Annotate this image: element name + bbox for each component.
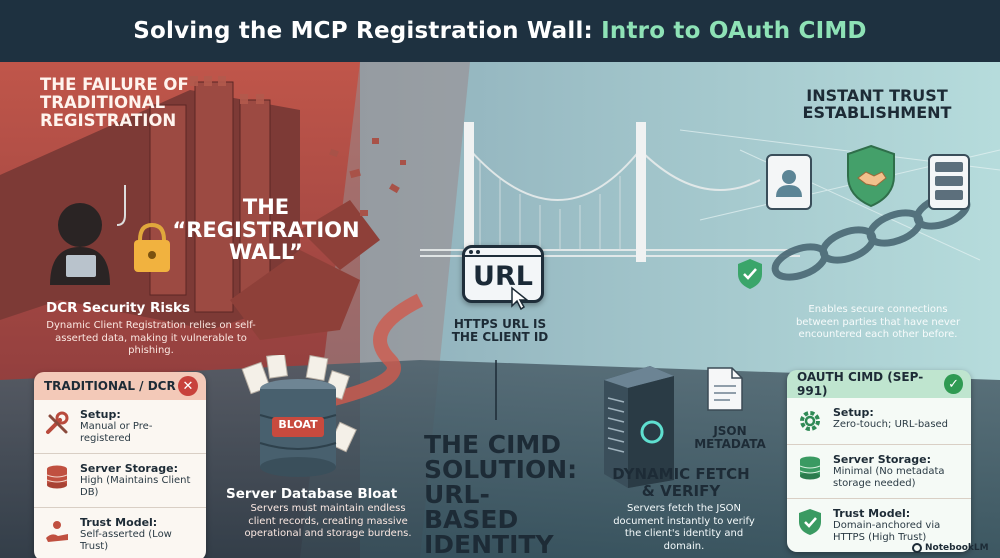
cimd-row-setup: Setup: Zero-touch; URL-based <box>787 398 971 444</box>
traditional-row-setup: Setup: Manual or Pre-registered <box>34 400 206 453</box>
chain-shield-icon <box>738 259 762 289</box>
cimd-row-storage: Server Storage: Minimal (No metadata sto… <box>787 444 971 498</box>
traditional-card-header: TRADITIONAL / DCR ✕ <box>34 372 206 400</box>
json-document-icon <box>707 367 743 411</box>
notebooklm-logo-icon <box>912 543 922 553</box>
header-bar: Solving the MCP Registration Wall: Intro… <box>0 0 1000 62</box>
trust-description: Enables secure connections between parti… <box>795 304 961 340</box>
watermark-label: NotebookLM <box>925 543 989 553</box>
row-value: Self-asserted (Low Trust) <box>80 529 172 552</box>
traditional-row-trust: Trust Model: Self-asserted (Low Trust) <box>34 507 206 558</box>
row-label: Trust Model: <box>833 507 911 520</box>
padlock-icon <box>134 222 170 272</box>
server-tower-illustration <box>604 366 674 488</box>
dcr-risks-description: Dynamic Client Registration relies on se… <box>46 320 256 356</box>
fetch-title: DYNAMIC FETCH & VERIFY <box>612 465 750 500</box>
fetch-description: Servers fetch the JSON document instantl… <box>613 503 755 552</box>
row-value: Manual or Pre-registered <box>80 421 153 444</box>
cimd-row-trust: Trust Model: Domain-anchored via HTTPS (… <box>787 498 971 552</box>
check-icon: ✓ <box>944 374 963 394</box>
bloat-barrel-illustration <box>241 355 357 477</box>
url-label: URL <box>473 261 533 292</box>
trust-heading: INSTANT TRUST ESTABLISHMENT <box>802 86 952 122</box>
bloat-barrel-label: BLOAT <box>278 418 318 431</box>
bloat-title: Server Database Bloat <box>226 486 398 502</box>
row-label: Server Storage: <box>833 453 932 466</box>
traditional-card-title: TRADITIONAL / DCR <box>44 379 176 393</box>
page-title-main: Solving the MCP Registration Wall: <box>133 18 602 44</box>
row-label: Setup: <box>833 406 874 419</box>
registration-wall-label: THE “REGISTRATION WALL” <box>172 195 360 265</box>
traditional-row-storage: Server Storage: High (Maintains Client D… <box>34 453 206 507</box>
dcr-risks-title: DCR Security Risks <box>46 300 191 316</box>
oauth-cimd-card: OAUTH CIMD (SEP-991) ✓ Setup: Zero-touch… <box>787 370 971 552</box>
traditional-card-body: Setup: Manual or Pre-registered Server S… <box>34 400 206 558</box>
server-rack-icon <box>928 154 970 210</box>
hacker-illustration <box>50 185 170 285</box>
row-value: Minimal (No metadata storage needed) <box>833 466 945 489</box>
json-metadata-label: JSON METADATA <box>694 424 766 452</box>
page-title: Solving the MCP Registration Wall: Intro… <box>133 18 866 44</box>
cimd-card-title: OAUTH CIMD (SEP-991) <box>797 370 924 398</box>
url-client-id-box: URL <box>462 245 544 303</box>
close-icon: ✕ <box>178 376 198 396</box>
fishing-hook-icon <box>116 185 126 226</box>
hand-icon <box>42 516 72 546</box>
page-title-accent: Intro to OAuth CIMD <box>601 18 867 44</box>
user-profile-icon <box>766 154 812 210</box>
wrench-icon <box>42 408 72 438</box>
failure-heading: THE FAILURE OF TRADITIONAL REGISTRATION <box>40 75 189 130</box>
cimd-card-body: Setup: Zero-touch; URL-based Server Stor… <box>787 398 971 552</box>
shield-icon <box>795 507 825 537</box>
row-value: Zero-touch; URL-based <box>833 419 949 430</box>
database-icon <box>795 453 825 483</box>
url-box-titlebar <box>465 248 541 257</box>
row-label: Trust Model: <box>80 516 158 529</box>
cursor-icon <box>511 286 530 310</box>
url-caption: HTTPS URL IS THE CLIENT ID <box>451 317 549 345</box>
database-icon <box>42 462 72 492</box>
hacker-icon <box>58 203 102 247</box>
cimd-card-header: OAUTH CIMD (SEP-991) ✓ <box>787 370 971 398</box>
row-value: High (Maintains Client DB) <box>80 475 191 498</box>
row-value: Domain-anchored via HTTPS (High Trust) <box>833 520 941 543</box>
gear-icon <box>795 406 825 436</box>
row-label: Setup: <box>80 408 121 421</box>
handshake-shield-icon <box>847 144 895 208</box>
bloat-description: Servers must maintain endless client rec… <box>244 503 412 539</box>
row-label: Server Storage: <box>80 462 179 475</box>
traditional-dcr-card: TRADITIONAL / DCR ✕ Setup: Manual or Pre… <box>34 372 206 558</box>
watermark: NotebookLM <box>912 541 998 555</box>
cimd-heading: THE CIMD SOLUTION: URL-BASED IDENTITY <box>424 430 578 558</box>
